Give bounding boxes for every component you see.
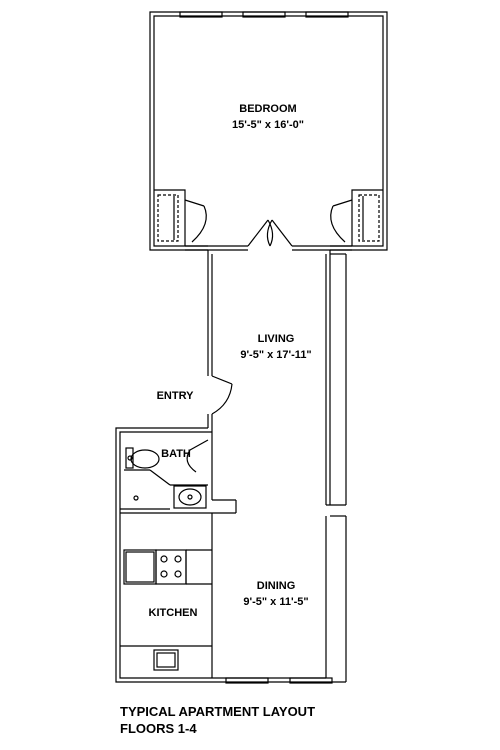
kitchen-sink-icon: [153, 649, 179, 671]
caption-line-2: FLOORS 1-4: [120, 721, 197, 736]
bath-label: BATH: [161, 448, 191, 460]
kitchen-label: KITCHEN: [149, 607, 198, 619]
floor-plan: BEDROOM 15'-5" x 16'-0" LIVING 9'-5" x 1…: [115, 11, 388, 684]
caption-line-1: TYPICAL APARTMENT LAYOUT: [120, 704, 316, 719]
bedroom-dims: 15'-5" x 16'-0": [232, 119, 304, 131]
bedroom-label: BEDROOM: [239, 103, 296, 115]
kitchen-fixtures: [120, 549, 212, 671]
dining-dims: 9'-5" x 11'-5": [243, 596, 308, 608]
sink-icon: [173, 485, 207, 509]
bedroom-walls: [149, 11, 388, 251]
living-dining-walls: [207, 250, 347, 682]
living-dims: 9'-5" x 17'-11": [240, 349, 311, 361]
bath-kitchen-walls: [115, 427, 346, 683]
dining-label: DINING: [257, 580, 296, 592]
living-label: LIVING: [258, 333, 295, 345]
bottom-windows: [225, 677, 333, 684]
entry-label: ENTRY: [157, 390, 195, 402]
bedroom-door-swings: [184, 199, 353, 247]
bath-fixtures: [125, 447, 207, 509]
toilet-icon: [130, 449, 160, 469]
plan-caption: TYPICAL APARTMENT LAYOUT FLOORS 1-4: [120, 703, 315, 737]
stove-icon: [155, 549, 187, 585]
refrigerator-icon: [123, 549, 157, 585]
